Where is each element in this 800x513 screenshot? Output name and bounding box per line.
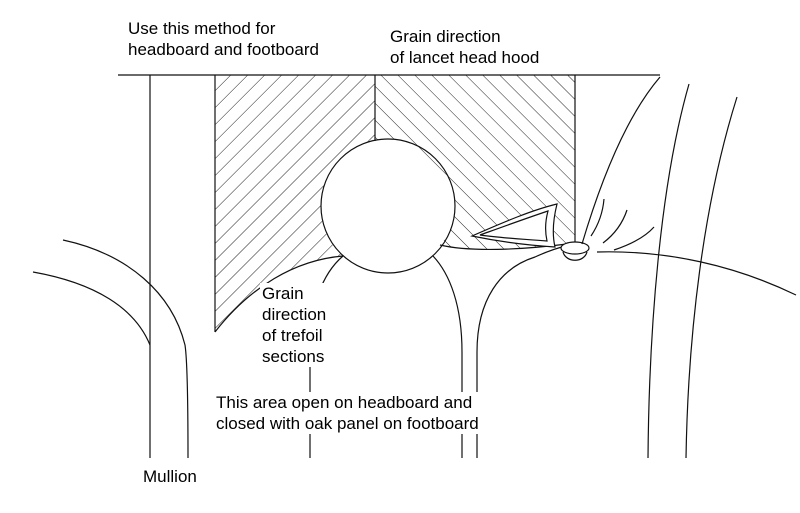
arch-outer-right: [476, 245, 567, 458]
label-grain-direction-hood: Grain direction of lancet head hood: [388, 26, 542, 68]
spandrel-triangle-inner: [479, 210, 549, 242]
right-lower-sweep-curve: [596, 251, 797, 296]
label-open-area-note: This area open on headboard and closed w…: [214, 392, 481, 434]
pendant-boss-cap: [560, 241, 590, 255]
hatch-region-hood-grain: [375, 75, 575, 250]
label-method-note: Use this method for headboard and footbo…: [126, 18, 321, 60]
cusp-tick-1: [590, 198, 605, 237]
left-arch-outer-curve: [32, 271, 151, 346]
right-bay-outer-curve: [685, 96, 738, 459]
cusp-tick-3: [613, 226, 655, 251]
label-grain-direction-trefoil: Grain direction of trefoil sections: [260, 283, 329, 367]
right-hood-spring-curve: [581, 76, 661, 245]
pendant-boss-body: [562, 251, 588, 261]
arch-opening-right: [432, 255, 463, 458]
cusp-tick-2: [602, 209, 628, 244]
label-mullion: Mullion: [141, 466, 199, 487]
right-bay-inner-curve: [647, 83, 690, 459]
bay-head-curve: [214, 255, 344, 333]
trefoil-lobe-circle: [320, 138, 456, 274]
left-arch-inner-curve: [62, 239, 189, 459]
hatch-region-trefoil-grain: [215, 75, 375, 332]
